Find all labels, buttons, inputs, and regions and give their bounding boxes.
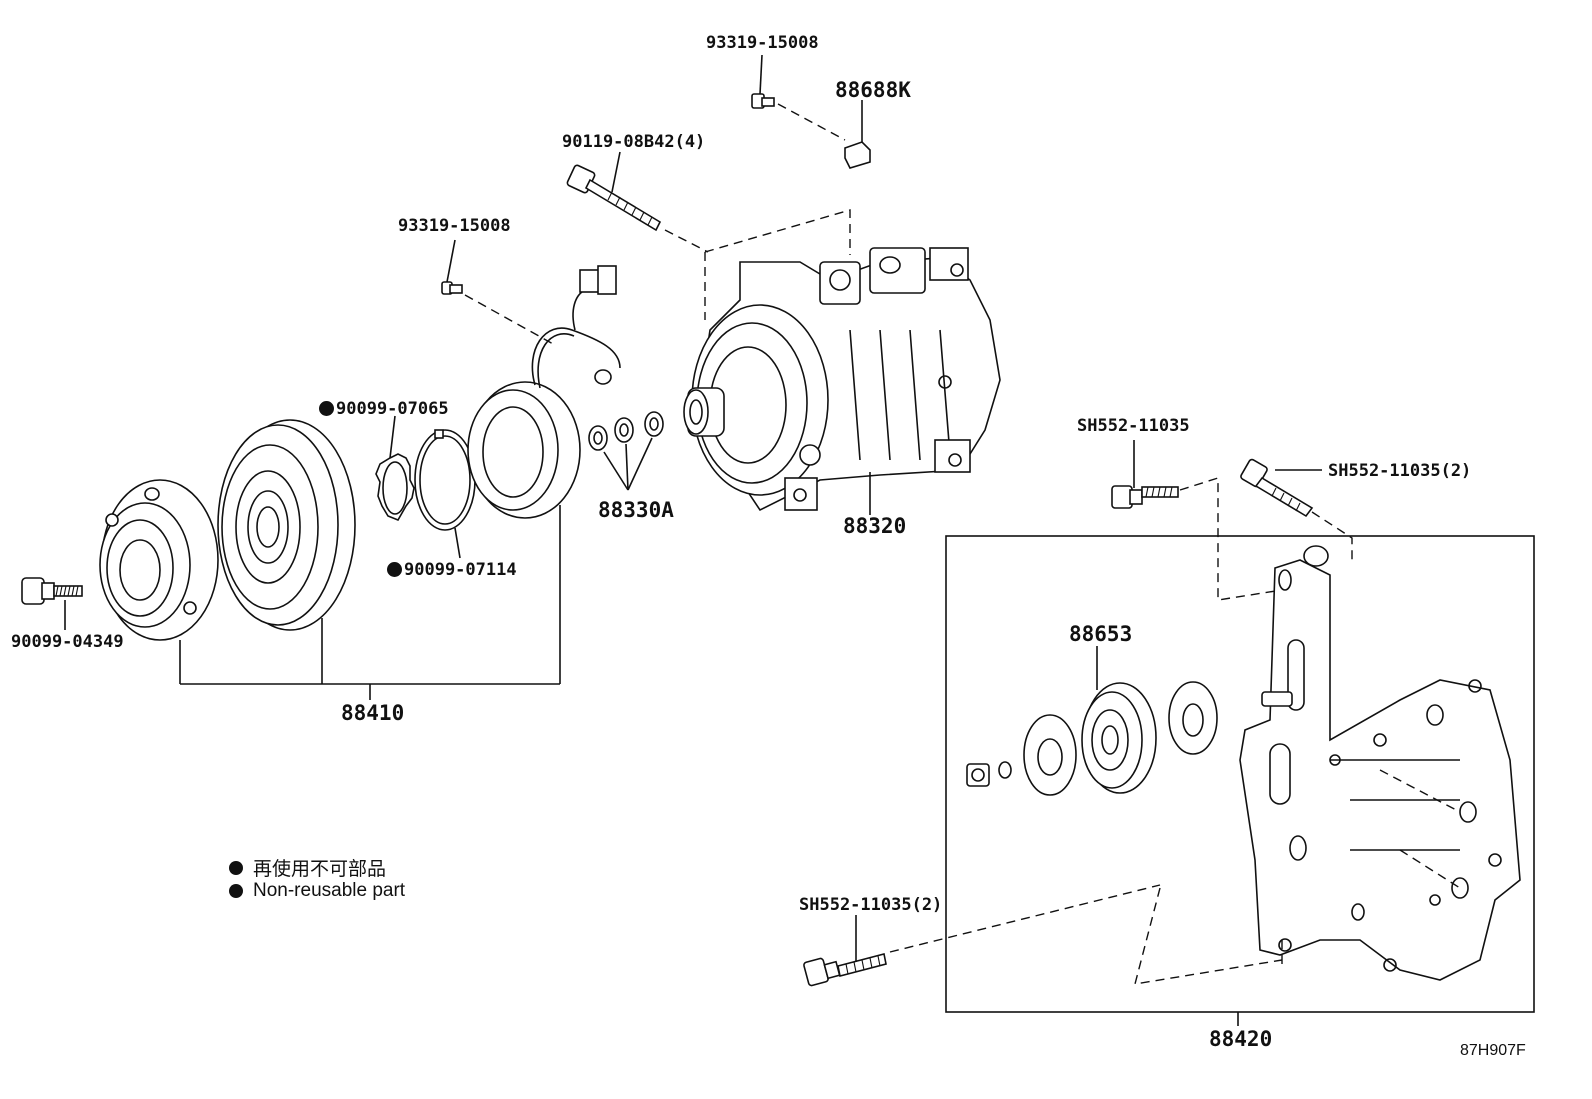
screw-top [751, 54, 846, 141]
snap-ring-inner [375, 415, 415, 522]
compressor [683, 209, 1001, 515]
label-bracket-assembly: 88420 [1209, 1027, 1273, 1051]
label-long-bolt: 90119-08B42(4) [562, 132, 706, 152]
label-snap-ring-1: 90099-07065 [319, 399, 449, 419]
label-bracket-bolt-single: SH552-11035 [1077, 416, 1190, 436]
snap-ring-outer [414, 429, 476, 559]
legend-text: 再使用不可部品 [253, 859, 387, 880]
legend-row-japanese: 再使用不可部品 [229, 854, 386, 881]
shims [588, 411, 664, 491]
label-idler-pulley: 88653 [1069, 622, 1133, 646]
small-bracket [844, 100, 871, 169]
clutch-pulley [217, 419, 356, 684]
screw-mid [441, 239, 556, 346]
label-clutch-bolt: 90099-04349 [11, 632, 124, 652]
label-bracket-bolt-pair-top: SH552-11035(2) [1328, 461, 1472, 481]
label-snap-ring-2: 90099-07114 [387, 560, 517, 580]
diagram-reference-code: 87H907F [1460, 1042, 1526, 1059]
clutch-bolt [21, 577, 83, 630]
label-clutch-assembly: 88410 [341, 701, 405, 725]
legend-row-english: Non-reusable part [229, 880, 405, 902]
clutch-hub-plate [99, 479, 219, 684]
label-bracket-bolt-pair-bottom: SH552-11035(2) [799, 895, 943, 915]
label-screw-mid: 93319-15008 [398, 216, 511, 236]
label-small-bracket: 88688K [835, 78, 911, 102]
non-reusable-marker [387, 562, 402, 577]
non-reusable-marker [319, 401, 334, 416]
bracket-assembly-frame [945, 535, 1535, 1013]
legend-text: Non-reusable part [253, 880, 406, 901]
long-bolt [566, 151, 709, 253]
idler-parts [966, 646, 1218, 796]
mounting-bracket [1239, 545, 1521, 981]
field-coil [467, 265, 621, 684]
label-shims: 88330A [598, 498, 674, 522]
label-compressor: 88320 [843, 514, 907, 538]
bracket-bolt-pair-top [1240, 458, 1353, 562]
legend-dot-icon [229, 884, 243, 898]
bracket-bolt-single [1111, 440, 1283, 601]
bracket-bolt-pair-bottom [803, 884, 1283, 987]
label-screw-top: 93319-15008 [706, 33, 819, 53]
legend-dot-icon [229, 860, 243, 875]
